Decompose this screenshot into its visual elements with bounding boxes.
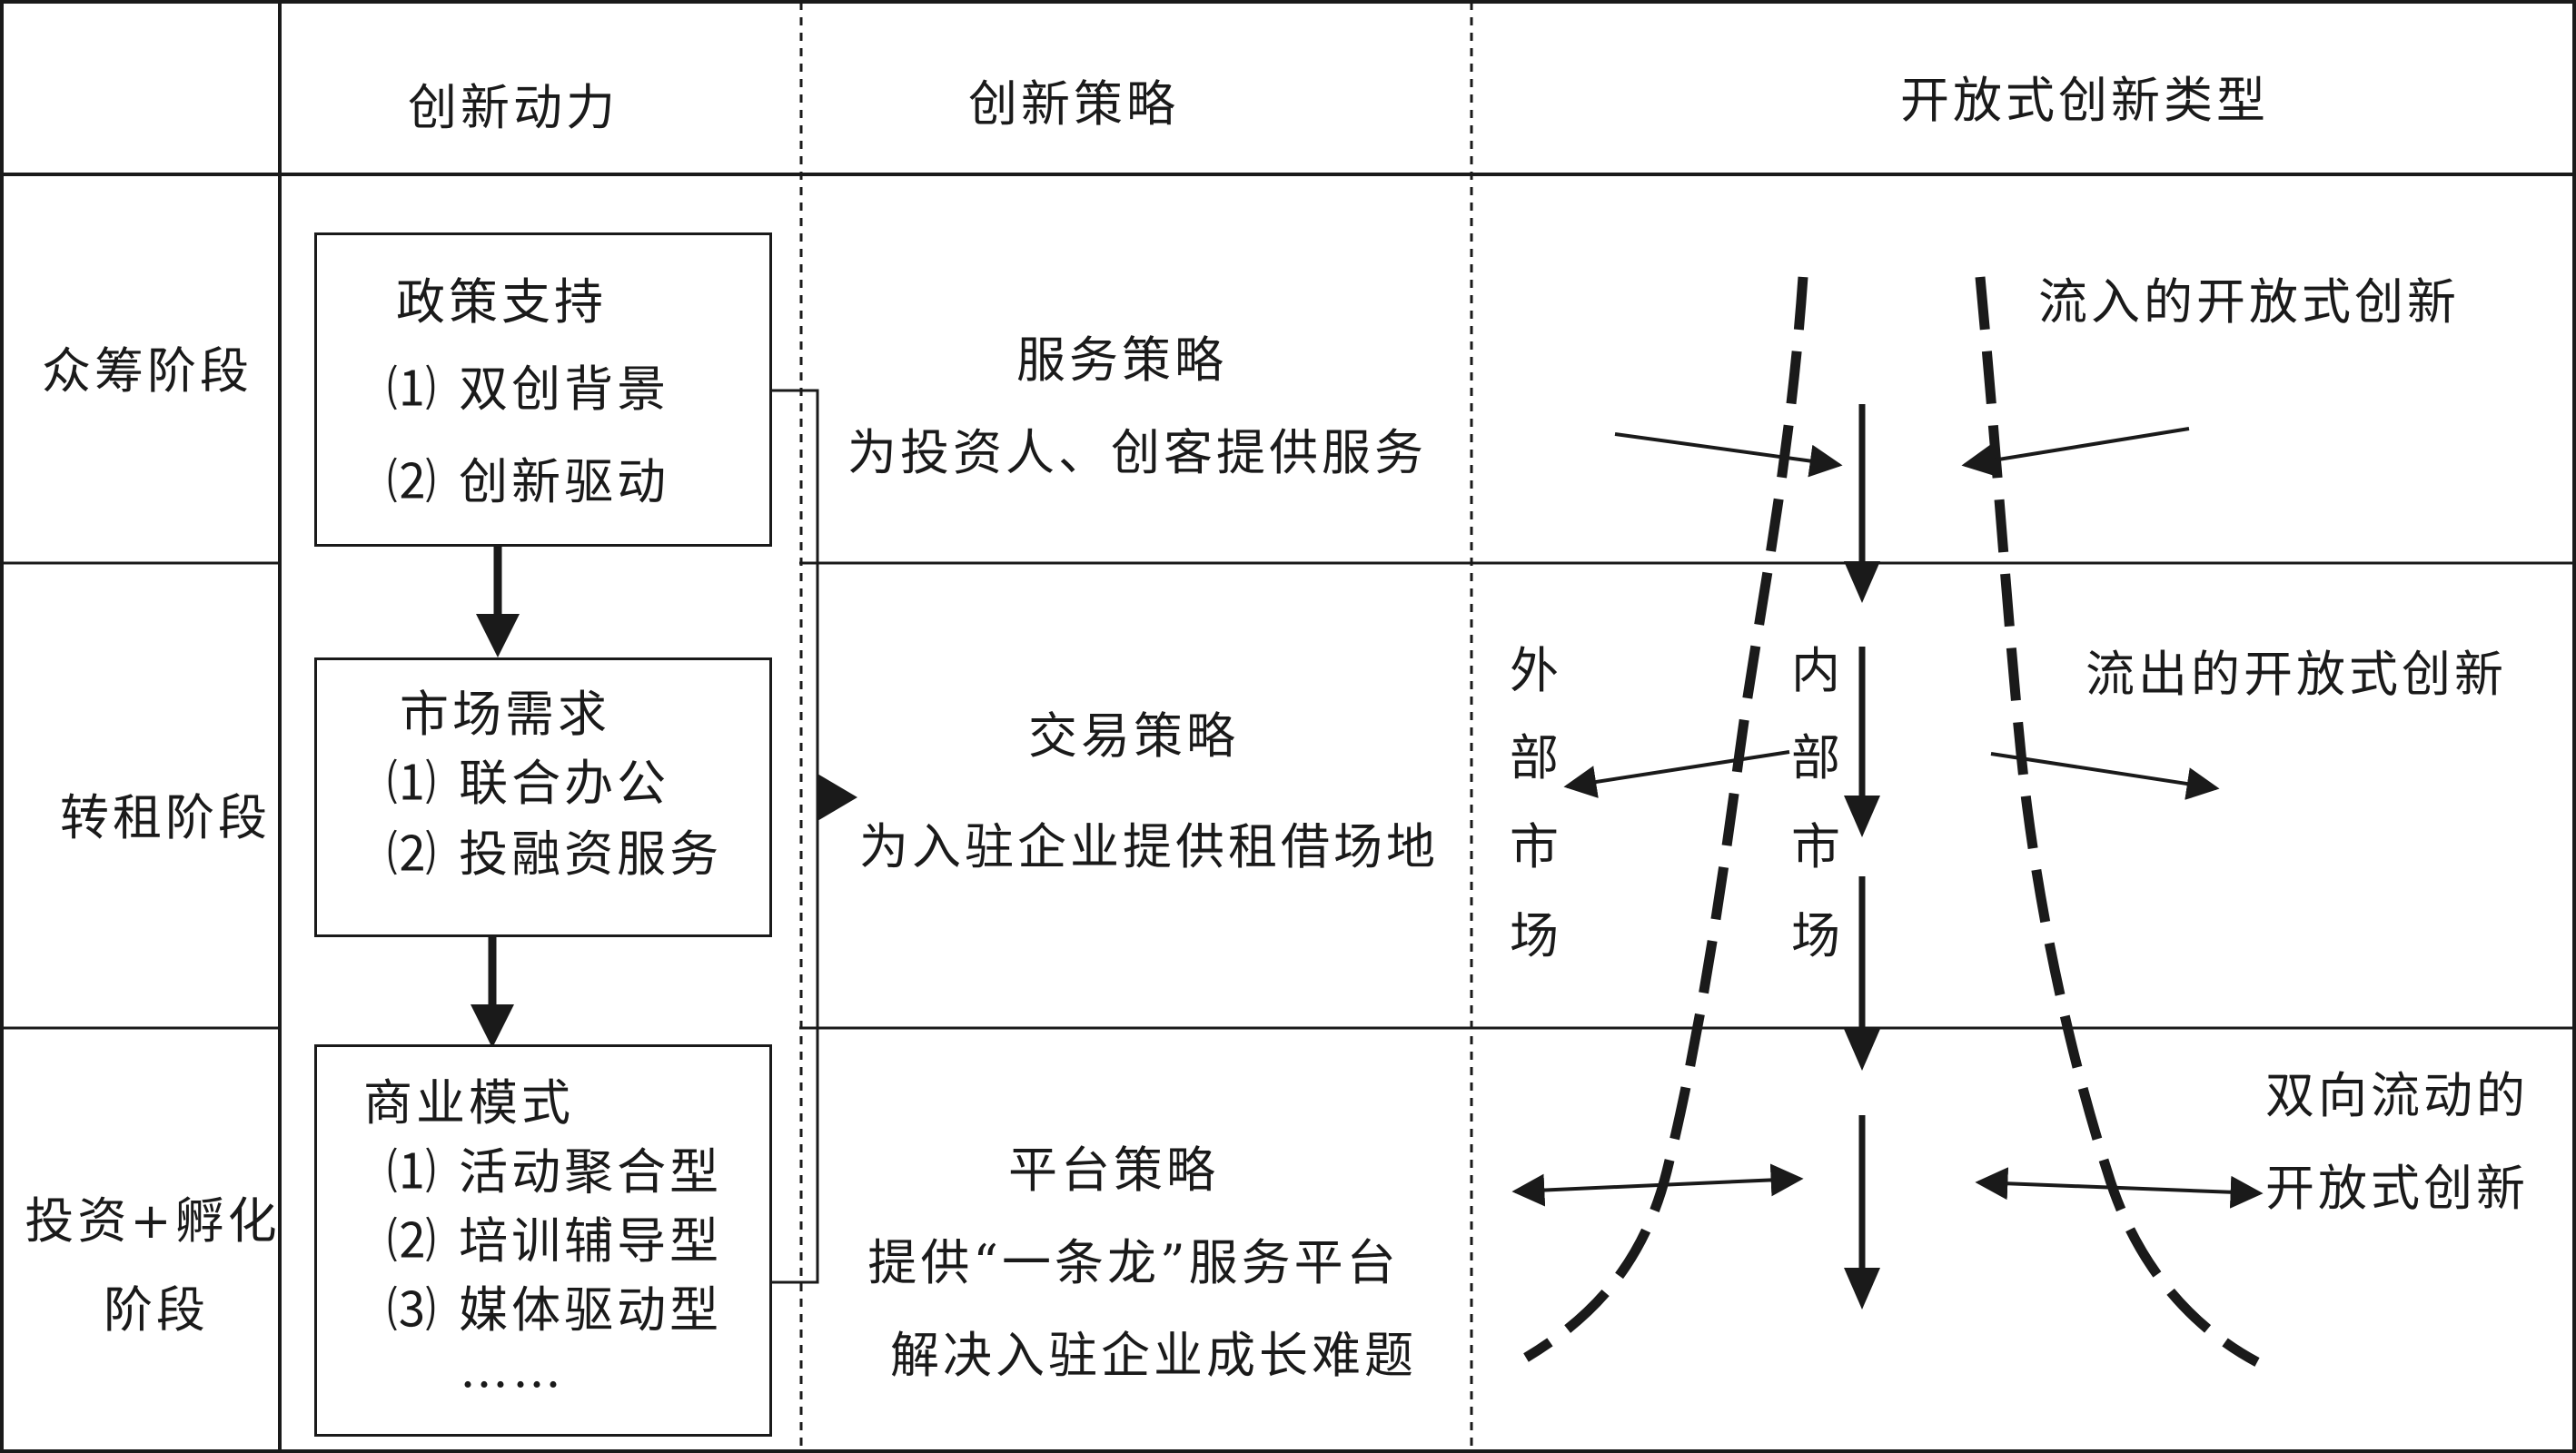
stage-investment-incubation-line2: 阶段 xyxy=(104,1281,209,1339)
business-model-title: 商业模式 xyxy=(363,1074,574,1132)
bidirectional-arrow-left xyxy=(1511,1163,1804,1207)
service-strategy-desc: 为投资人、创客提供服务 xyxy=(847,424,1427,481)
business-model-item: …… xyxy=(460,1341,565,1399)
market-boundary-curves xyxy=(1523,276,2260,1367)
outflow-arrow-left xyxy=(1563,750,1790,798)
bidirectional-arrow-right xyxy=(1975,1167,2264,1209)
platform-strategy-title: 平台策略 xyxy=(1008,1142,1219,1199)
internal-market-label: 部 xyxy=(1791,729,1844,786)
internal-market-label: 场 xyxy=(1791,907,1844,964)
business-model-box xyxy=(314,1044,772,1437)
policy-support-box xyxy=(314,232,772,547)
bidirectional-innovation-label: 双向流动的 xyxy=(2265,1067,2529,1124)
header-innovation-driver: 创新动力 xyxy=(408,79,619,136)
innovation-flow-arrows xyxy=(1511,427,2264,1209)
business-model-item: ⑶ 媒体驱动型 xyxy=(387,1281,723,1339)
stage-subletting: 转租阶段 xyxy=(60,789,271,846)
driver-strategy-connector xyxy=(770,389,857,1284)
business-model-item: ⑴ 活动聚合型 xyxy=(387,1143,723,1201)
external-market-label: 部 xyxy=(1510,729,1562,786)
inflow-arrow-right xyxy=(1961,427,2190,477)
policy-support-title: 政策支持 xyxy=(396,273,607,331)
market-demand-item: ⑵ 投融资服务 xyxy=(387,825,723,883)
platform-strategy-desc: 解决入驻企业成长难题 xyxy=(890,1327,1417,1384)
market-demand-box xyxy=(314,657,772,937)
external-market-label: 市 xyxy=(1510,818,1562,875)
internal-market-label: 市 xyxy=(1791,818,1844,875)
internal-market-label: 内 xyxy=(1791,642,1844,699)
outflow-arrow-right xyxy=(1990,752,2220,800)
trade-strategy-title: 交易策略 xyxy=(1028,707,1239,765)
internal-flow-arrows xyxy=(1844,404,1880,1310)
policy-support-item: ⑵ 创新驱动 xyxy=(387,453,670,510)
external-market-label: 外 xyxy=(1510,642,1562,699)
external-market-label: 场 xyxy=(1510,907,1562,964)
business-model-item: ⑵ 培训辅导型 xyxy=(387,1212,723,1270)
platform-strategy-desc: 提供“一条龙”服务平台 xyxy=(867,1234,1400,1291)
policy-support-item: ⑴ 双创背景 xyxy=(387,361,670,418)
inflow-innovation-label: 流入的开放式创新 xyxy=(2038,273,2460,331)
bidirectional-innovation-label: 开放式创新 xyxy=(2265,1160,2529,1217)
header-open-innovation-type: 开放式创新类型 xyxy=(1900,72,2269,129)
right-boundary-curve xyxy=(1975,276,2260,1367)
market-demand-title: 市场需求 xyxy=(400,686,610,743)
header-innovation-strategy: 创新策略 xyxy=(968,75,1179,133)
stage-crowdfunding: 众筹阶段 xyxy=(42,342,253,400)
connector-arrowhead xyxy=(817,774,857,821)
inflow-arrow-left xyxy=(1614,432,1843,478)
left-boundary-curve xyxy=(1523,276,1808,1362)
trade-strategy-desc: 为入驻企业提供租借场地 xyxy=(859,818,1439,875)
market-demand-item: ⑴ 联合办公 xyxy=(387,755,670,812)
service-strategy-title: 服务策略 xyxy=(1016,331,1227,389)
outflow-innovation-label: 流出的开放式创新 xyxy=(2086,646,2507,703)
driver-flow-arrows xyxy=(471,545,520,1048)
stage-investment-incubation-line1: 投资+孵化 xyxy=(25,1192,281,1250)
